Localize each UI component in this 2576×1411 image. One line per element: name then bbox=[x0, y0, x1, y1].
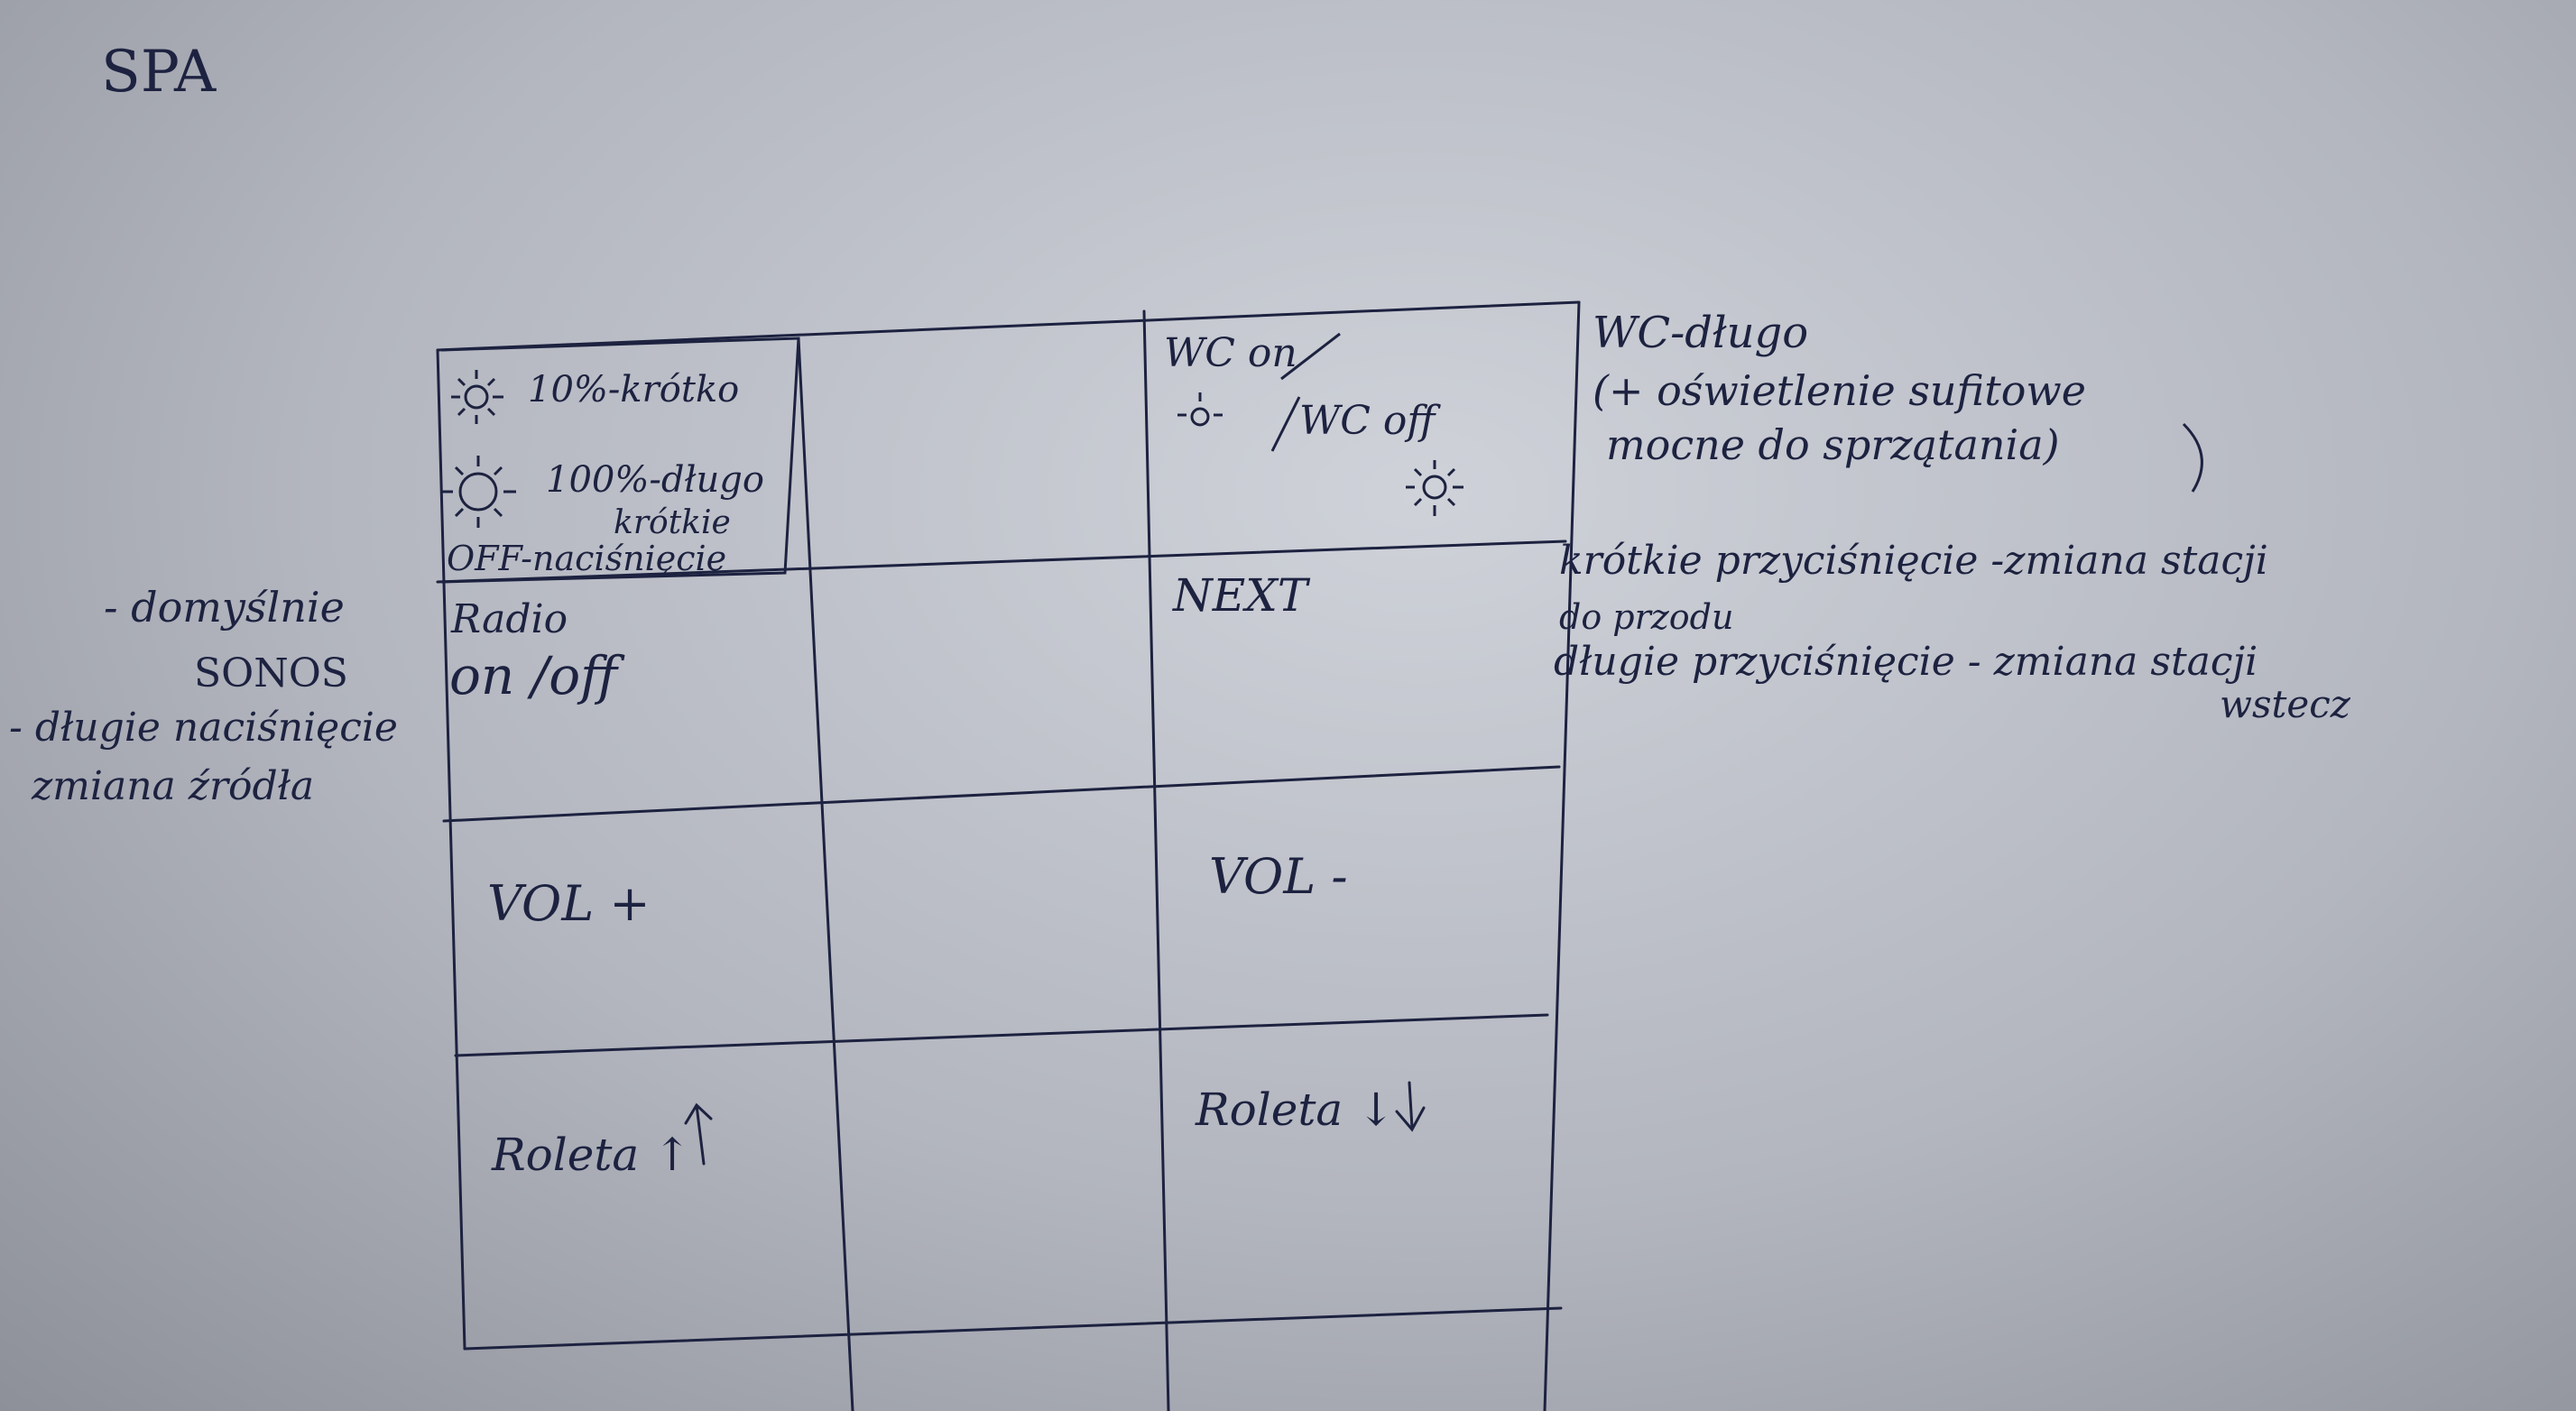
grid-line-bottom bbox=[463, 1306, 1563, 1351]
note-next-3: długie przyciśnięcie - zmiana stacji bbox=[1554, 639, 2258, 685]
note-next-2: do przodu bbox=[1559, 597, 1734, 637]
radio-label: Radio bbox=[451, 596, 568, 642]
wc-off-label: WC off bbox=[1299, 398, 1436, 444]
note-radio-1: - domyślnie bbox=[104, 583, 345, 632]
sun-small-icon bbox=[451, 370, 503, 424]
roleta-down-label: Roleta ↓ bbox=[1196, 1084, 1396, 1136]
vol-down-label: VOL - bbox=[1209, 848, 1348, 905]
arrow-up-icon bbox=[684, 1102, 713, 1166]
wc-slash bbox=[1280, 332, 1341, 381]
light-off-press: OFF-naciśnięcie bbox=[447, 539, 727, 578]
roleta-up-label: Roleta ↑ bbox=[492, 1129, 692, 1181]
sun-wc-off-icon bbox=[1406, 460, 1463, 516]
note-next-1: krótkie przyciśnięcie -zmiana stacji bbox=[1559, 538, 2268, 584]
note-bracket bbox=[2182, 422, 2203, 493]
light-short-label: krótkie bbox=[614, 504, 731, 541]
wc-slash-2 bbox=[1270, 396, 1301, 452]
note-wc-3: mocne do sprzątania) bbox=[1606, 420, 2060, 469]
page-title: SPA bbox=[101, 39, 217, 106]
arrow-down-icon bbox=[1395, 1081, 1426, 1132]
next-label: NEXT bbox=[1173, 569, 1308, 622]
grid-line-left bbox=[436, 348, 466, 1351]
note-next-4: wstecz bbox=[2220, 682, 2350, 726]
grid-line-top bbox=[436, 300, 1581, 352]
sun-wc-on-icon bbox=[1177, 392, 1223, 427]
sun-large-icon bbox=[442, 456, 516, 528]
note-wc-2: (+ oświetlenie sufitowe bbox=[1593, 366, 2087, 415]
grid-line-right bbox=[1543, 300, 1581, 1411]
radio-onoff-label: on /off bbox=[449, 645, 618, 706]
note-wc-1: WC-długo bbox=[1593, 308, 1809, 358]
grid-line-v1 bbox=[797, 337, 854, 1411]
vol-up-label: VOL + bbox=[487, 875, 651, 932]
light-100-long: 100%-długo bbox=[546, 459, 764, 501]
grid-line-v2 bbox=[1142, 309, 1170, 1411]
grid-line-h1 bbox=[436, 540, 1567, 584]
light-10-short: 10%-krótko bbox=[528, 369, 740, 410]
wc-on-label: WC on bbox=[1164, 330, 1297, 376]
note-radio-4: zmiana źródła bbox=[32, 763, 315, 809]
grid-line-h3 bbox=[454, 1013, 1549, 1057]
note-radio-3: - długie naciśnięcie bbox=[9, 705, 398, 751]
note-radio-2: SONOS bbox=[194, 650, 348, 696]
grid-line-h2 bbox=[442, 765, 1561, 823]
grid-box-topleft bbox=[440, 337, 800, 584]
